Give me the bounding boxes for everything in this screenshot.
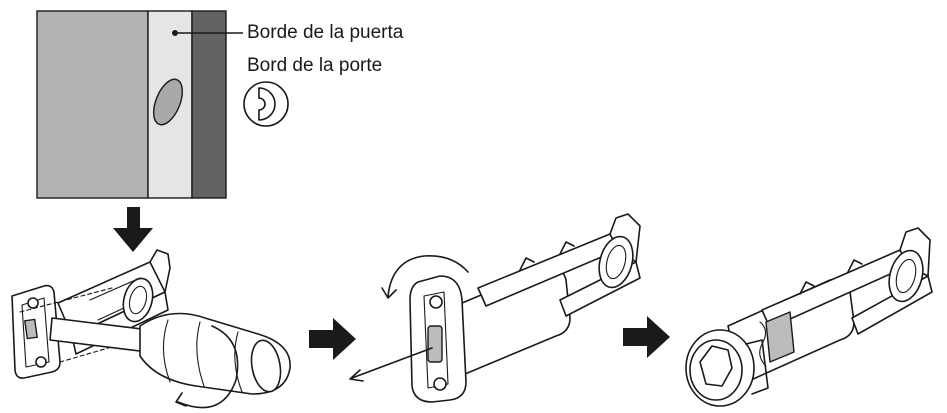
door-face	[36, 10, 149, 199]
rotation-arrow-icon	[387, 255, 469, 297]
latch-rotating	[349, 213, 641, 403]
door-jamb	[191, 10, 227, 199]
label-leader	[172, 30, 243, 36]
door-panel	[36, 10, 227, 199]
latch-final	[685, 227, 933, 407]
door-edge-label-fr: Bord de la porte	[247, 55, 383, 76]
right-arrow-icon	[623, 316, 670, 358]
bore-hole	[152, 78, 184, 126]
d-shaped-hole-icon	[243, 81, 289, 127]
down-arrow-icon	[113, 207, 153, 252]
door-edge-label-es: Borde de la puerta	[247, 22, 404, 43]
rotation-arrow-icon	[177, 325, 239, 409]
right-arrow-icon	[309, 318, 356, 360]
latch-with-screwdriver	[11, 249, 291, 409]
